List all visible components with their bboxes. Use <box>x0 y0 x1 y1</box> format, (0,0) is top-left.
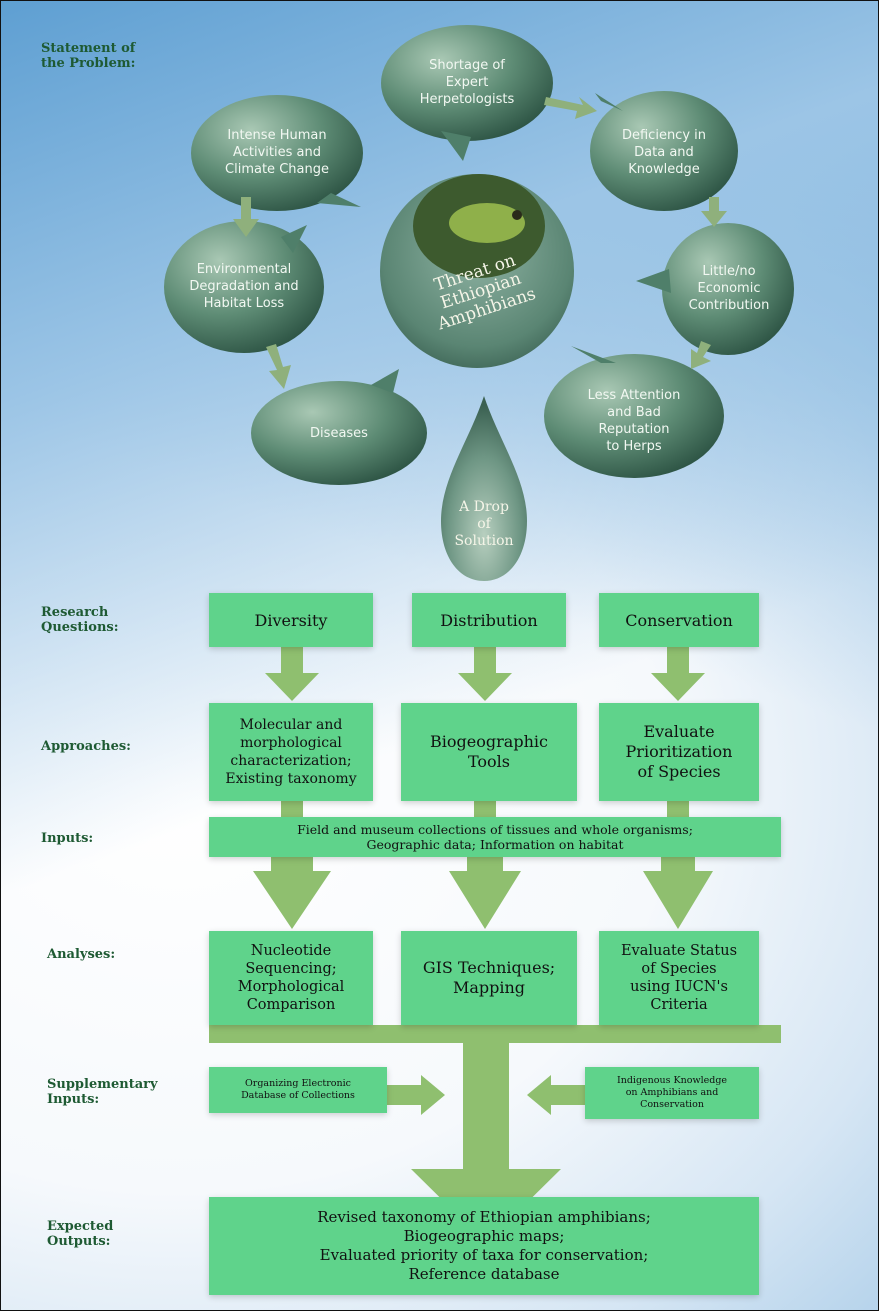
arrow-rq-3 <box>651 647 705 701</box>
bubble-attention-label: Less Attention and Bad Reputation to Her… <box>587 388 681 454</box>
analysis-iucn: Evaluate Status of Species using IUCN's … <box>599 931 759 1025</box>
approach-biogeographic: Biogeographic Tools <box>401 703 577 801</box>
expected-outputs: Revised taxonomy of Ethiopian amphibians… <box>209 1197 759 1295</box>
supp-indigenous: Indigenous Knowledge on Amphibians and C… <box>585 1067 759 1119</box>
bubble-environment-label: Environmental Degradation and Habitat Lo… <box>189 262 299 311</box>
label-research: Research Questions: <box>41 605 119 635</box>
approach-molecular: Molecular and morphological characteriza… <box>209 703 373 801</box>
supp-database: Organizing Electronic Database of Collec… <box>209 1067 387 1113</box>
label-supplementary: Supplementary Inputs: <box>47 1077 158 1107</box>
arrow-in-1 <box>253 857 331 929</box>
cycle-arrows <box>233 97 727 389</box>
analysis-gis: GIS Techniques; Mapping <box>401 931 577 1025</box>
approach-prioritization: Evaluate Prioritization of Species <box>599 703 759 801</box>
bubble-economic <box>636 223 794 355</box>
bubble-diseases <box>251 369 427 485</box>
frog-icon <box>449 203 525 243</box>
rq-conservation: Conservation <box>599 593 759 647</box>
label-approaches: Approaches: <box>41 739 131 754</box>
arrow-rq-1 <box>265 647 319 701</box>
drop-solution-label: A Drop of Solution <box>454 499 514 549</box>
arrow-rq-2 <box>458 647 512 701</box>
bubble-diseases-label: Diseases <box>310 426 368 441</box>
bubble-deficiency-label: Deficiency in Data and Knowledge <box>621 128 707 177</box>
label-analyses: Analyses: <box>47 947 116 962</box>
arrow-supp-right <box>527 1075 585 1115</box>
center-threat <box>380 174 574 368</box>
bubble-shortage-label: Shortage of Expert Herpetologists <box>419 58 515 107</box>
label-statement: Statement of the Problem: <box>41 41 136 71</box>
inputs-box: Field and museum collections of tissues … <box>209 817 781 857</box>
bubble-economic-label: Little/no Economic Contribution <box>688 264 770 313</box>
drop-solution <box>441 396 527 581</box>
problem-cycle <box>164 25 794 581</box>
arrow-in-3 <box>643 857 713 929</box>
rq-diversity: Diversity <box>209 593 373 647</box>
bubble-environment <box>164 221 324 353</box>
label-inputs: Inputs: <box>41 831 94 846</box>
rq-distribution: Distribution <box>412 593 566 647</box>
arrow-main <box>411 1043 561 1243</box>
analysis-sequencing: Nucleotide Sequencing; Morphological Com… <box>209 931 373 1025</box>
label-outputs: Expected Outputs: <box>47 1219 114 1249</box>
bubble-deficiency <box>590 91 738 211</box>
arrow-supp-left <box>387 1075 445 1115</box>
bubble-shortage <box>381 25 553 161</box>
bubble-human <box>191 95 363 211</box>
bubble-human-label: Intense Human Activities and Climate Cha… <box>225 128 329 177</box>
arrow-in-2 <box>449 857 521 929</box>
bubble-attention <box>544 346 724 478</box>
